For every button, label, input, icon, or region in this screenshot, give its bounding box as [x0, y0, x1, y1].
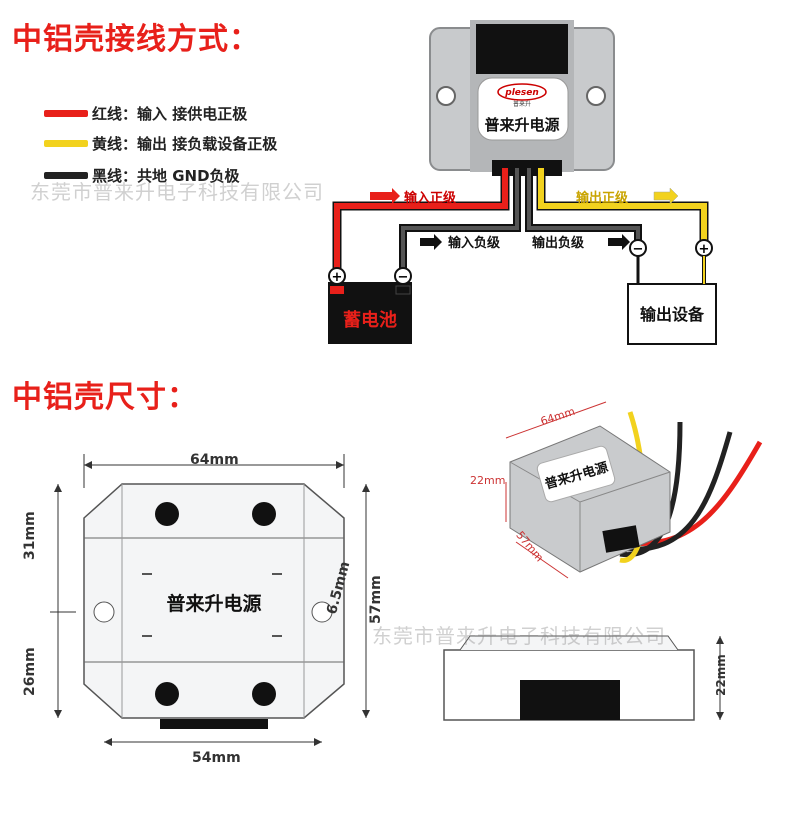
legend-red-text: 红线：输入 接供电正极 — [92, 105, 248, 123]
module-label: 普来升电源 — [484, 116, 559, 134]
module-photo: 普来升电源 — [505, 401, 763, 579]
side-view — [443, 635, 724, 721]
black-wire-swatch — [44, 172, 88, 179]
yellow-wire-swatch — [44, 140, 88, 147]
legend-red: 红线：输入 接供电正极 — [44, 103, 247, 124]
battery-minus-icon: − — [398, 270, 409, 285]
wiring-diagram: plesen 普来升 普来升电源 输入正级 输出正级 输入负级 输出负级 蓄电池… — [328, 20, 717, 345]
red-wire-swatch — [44, 110, 88, 117]
black-wire-input — [401, 168, 519, 268]
brand-logo: plesen — [504, 88, 539, 98]
watermark-top: 东莞市普来升电子科技有限公司 — [30, 180, 324, 204]
red-wire — [334, 168, 508, 268]
section-title-dimensions: 中铝壳尺寸： — [12, 380, 198, 415]
battery-label: 蓄电池 — [343, 309, 397, 331]
legend-black: 黑线：共地 GND负极 — [44, 165, 240, 186]
drawing-label: 普来升电源 — [166, 592, 261, 615]
arrow-output-neg — [608, 234, 630, 250]
dim-width-top: 64mm — [190, 452, 239, 468]
legend-yellow-text: 黄线：输出 接负载设备正极 — [92, 135, 278, 153]
label-input-neg: 输入负级 — [448, 235, 501, 251]
watermark-bottom: 东莞市普来升电子科技有限公司 — [372, 624, 666, 648]
device-minus-icon: − — [633, 242, 644, 257]
legend-black-text: 黑线：共地 GND负极 — [92, 167, 240, 185]
device-label: 输出设备 — [640, 305, 705, 324]
dim-height: 57mm — [368, 575, 384, 624]
yellow-wire — [538, 168, 707, 246]
legend-yellow: 黄线：输出 接负载设备正极 — [44, 133, 277, 154]
dim-left-upper: 31mm — [22, 511, 38, 560]
photo-dim-22: 22mm — [470, 474, 506, 487]
section-title-wiring: 中铝壳接线方式： — [12, 22, 260, 57]
arrow-input-neg — [420, 234, 442, 250]
device-plus-icon: + — [699, 242, 710, 257]
dimension-drawing: 普来升电源 — [50, 454, 370, 746]
side-dim-22: 22mm — [714, 654, 728, 696]
arrow-input-pos — [370, 188, 400, 204]
output-device: 输出设备 — [627, 283, 717, 345]
module-top-view: plesen 普来升 普来升电源 — [429, 20, 615, 176]
label-input-pos: 输入正级 — [404, 190, 457, 206]
dim-width-bottom: 54mm — [192, 750, 241, 766]
label-output-neg: 输出负级 — [532, 235, 585, 251]
battery-plus-icon: + — [332, 270, 343, 285]
label-output-pos: 输出正级 — [576, 190, 629, 206]
dim-left-lower: 26mm — [22, 647, 38, 696]
arrow-output-pos — [653, 187, 679, 205]
black-wire-output — [527, 168, 640, 246]
brand-sub: 普来升 — [513, 100, 531, 108]
battery: 蓄电池 — [328, 282, 412, 344]
